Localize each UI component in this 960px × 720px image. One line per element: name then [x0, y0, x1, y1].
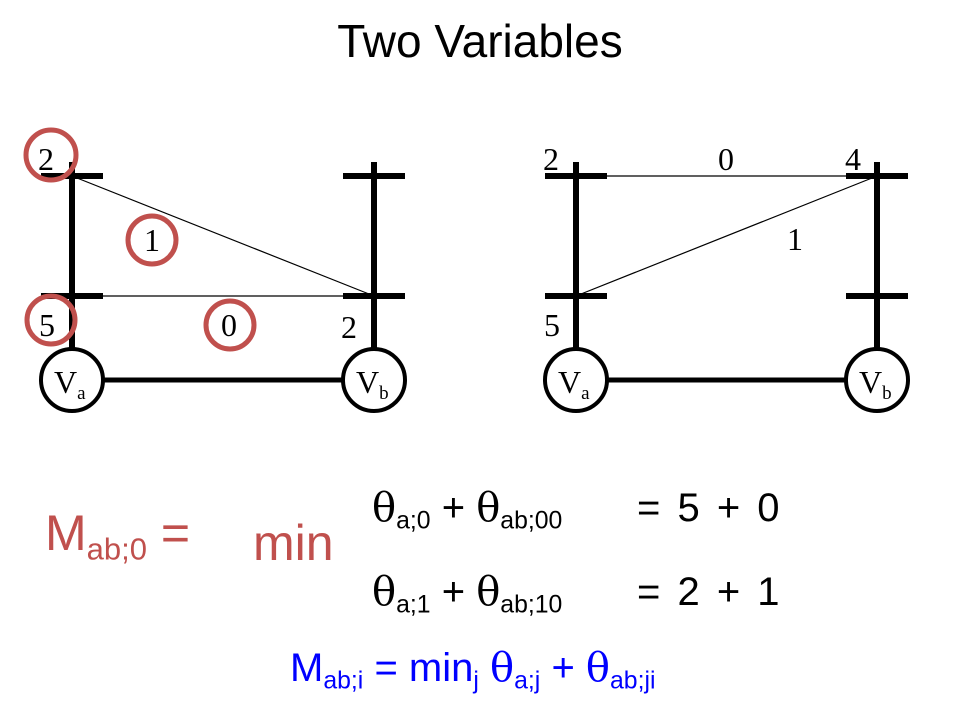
right-graph: Va Vb 2 0 4 1 5 — [543, 141, 910, 413]
left-node-b-label: Vb — [356, 364, 389, 404]
right-node-b-label: Vb — [859, 364, 892, 404]
right-va-bottom-value: 5 — [544, 307, 560, 343]
message-label: Mab;0 = — [45, 505, 191, 567]
formula-line-1: θa;0 + θab;00 — [372, 485, 563, 535]
highlight-circle-va-top — [23, 127, 79, 183]
right-edge-top-value: 0 — [718, 141, 734, 177]
formula-line-2: θa;1 + θab;10 — [372, 569, 563, 619]
right-edge-diag — [575, 175, 878, 297]
right-edge-diag-value: 1 — [787, 221, 803, 257]
right-node-b — [844, 347, 910, 413]
left-node-b — [341, 347, 407, 413]
highlight-circle-edge-bottom — [203, 298, 257, 352]
formula-line-2-result: = 2 + 1 — [637, 570, 780, 614]
left-va-top-value: 2 — [38, 141, 54, 177]
left-edge-diag — [71, 175, 375, 297]
slide-title: Two Variables — [337, 15, 623, 67]
general-formula: Mab;i = minj θa;j + θab;ji — [290, 645, 656, 695]
left-edge-diag-value: 1 — [144, 222, 160, 258]
min-word: min — [253, 515, 334, 571]
left-edge-bottom-value: 0 — [221, 307, 237, 343]
right-node-a-label: Va — [558, 364, 590, 404]
formula-line-1-result: = 5 + 0 — [637, 486, 780, 530]
left-vb-bottom-value: 2 — [341, 309, 357, 345]
left-node-a — [39, 347, 105, 413]
left-graph: Va Vb 2 5 1 0 2 — [23, 127, 407, 413]
right-vb-top-value: 4 — [845, 141, 861, 177]
right-node-a — [543, 347, 609, 413]
left-node-a-label: Va — [54, 364, 86, 404]
right-va-top-value: 2 — [543, 141, 559, 177]
highlight-circle-va-bottom — [24, 293, 78, 347]
left-va-bottom-value: 5 — [39, 307, 55, 343]
highlight-circle-edge-diag — [125, 213, 179, 267]
